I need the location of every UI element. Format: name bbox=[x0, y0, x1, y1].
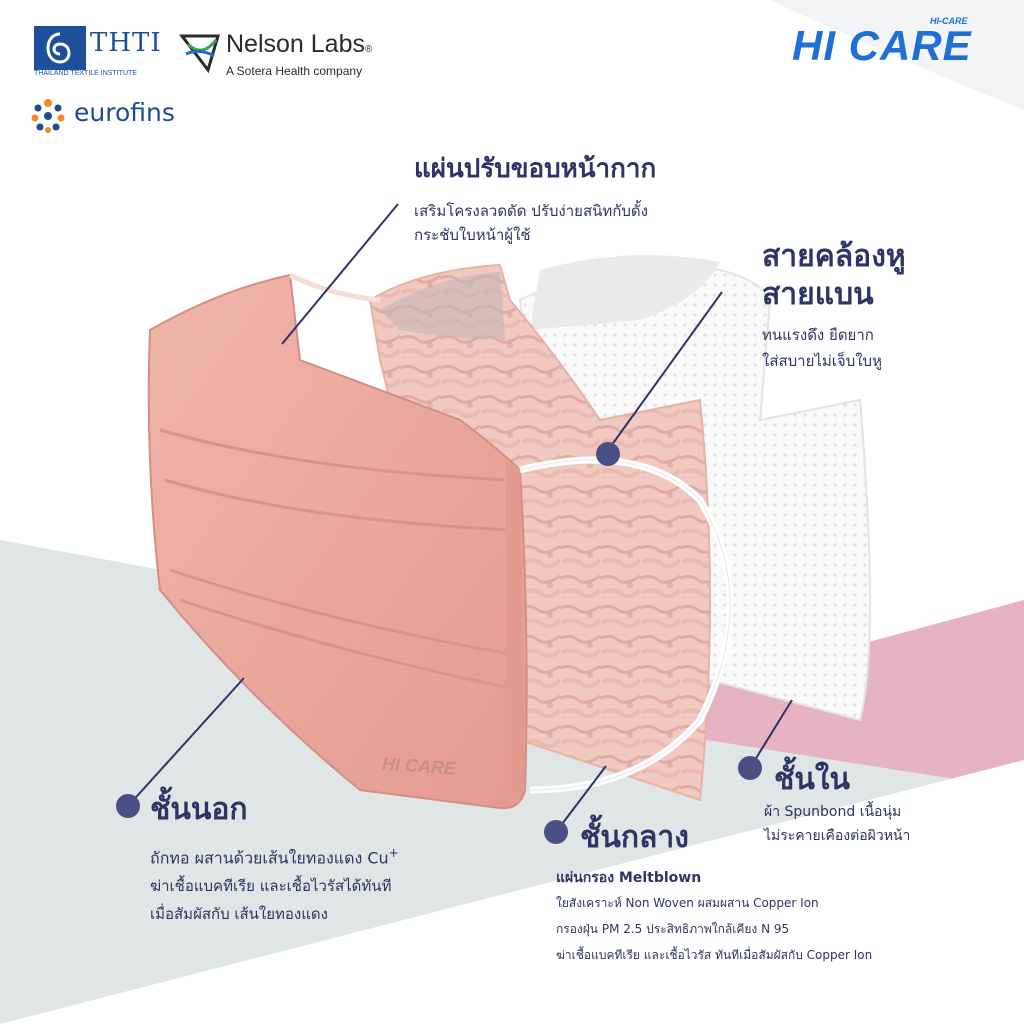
inner-line: ผ้า Spunbond เนื้อนุ่ม bbox=[764, 804, 902, 820]
thti-name: THTI bbox=[90, 28, 162, 58]
edge-line: กระชับใบหน้าผู้ใช้ bbox=[414, 226, 531, 244]
middle-line: ฆ่าเชื้อแบคทีเรีย และเชื้อไวรัส ทันทีเมื… bbox=[556, 948, 873, 962]
nelson-name: Nelson Labs® bbox=[226, 30, 372, 59]
outer-dot bbox=[116, 794, 140, 818]
edge-line: เสริมโครงลวดดัด ปรับง่ายสนิทกับดั้ง bbox=[414, 202, 648, 220]
outer-line: เมื่อสัมผัสกับ เส้นใยทองแดง bbox=[150, 905, 328, 924]
leader-dots bbox=[116, 442, 762, 844]
edge-title: แผ่นปรับขอบหน้ากาก bbox=[414, 154, 657, 184]
callout-middle-details: แผ่นกรอง Meltblown ใยสังเคราะห์ Non Wove… bbox=[556, 866, 872, 968]
brand-small-text: HI-CARE bbox=[930, 16, 968, 26]
inner-line: ไม่ระคายเคืองต่อผิวหน้า bbox=[764, 828, 911, 844]
eurofins-dots-icon bbox=[31, 99, 65, 133]
brand-main-text: HI CARE bbox=[792, 22, 972, 69]
outer-line-copper-sup: + bbox=[388, 846, 399, 860]
callout-ear-loop: สายคล้องหู สายแบน ทนแรงดึง ยืดยาก ใส่สบา… bbox=[762, 238, 906, 374]
outer-layer-shape bbox=[147, 272, 528, 810]
callout-inner-layer: ชั้นใน bbox=[774, 756, 850, 803]
thti-emblem-icon bbox=[34, 26, 86, 70]
callout-inner-details: ผ้า Spunbond เนื้อนุ่ม ไม่ระคายเคืองต่อผ… bbox=[764, 800, 910, 848]
outer-line-copper-text: ถักทอ ผสานด้วยเส้นใยทองแดง Cu bbox=[150, 848, 389, 868]
ear-dot bbox=[596, 442, 620, 466]
inner-leader bbox=[749, 699, 793, 769]
inner-dot bbox=[738, 756, 762, 780]
bg-white-wedge bbox=[0, 760, 1024, 1024]
middle-title: ชั้นกลาง bbox=[580, 820, 689, 855]
callout-outer-layer: ชั้นนอก ถักทอ ผสานด้วยเส้นใยทองแดง Cu+ ฆ… bbox=[150, 786, 399, 928]
leader-lines bbox=[127, 203, 793, 833]
middle-subtitle: แผ่นกรอง Meltblown bbox=[556, 870, 702, 886]
thti-subtitle: THAILAND TEXTILE INSTITUTE bbox=[34, 70, 137, 77]
eurofins-logo: eurofins bbox=[30, 96, 210, 136]
middle-line: กรองฝุ่น PM 2.5 ประสิทธิภาพใกล้เคียง N 9… bbox=[556, 922, 790, 936]
ear-title-line: สายแบน bbox=[762, 277, 874, 312]
outer-line: ฆ่าเชื้อแบคทีเรีย และเชื้อไวรัสได้ทันที bbox=[150, 877, 392, 896]
middle-line: ใยสังเคราะห์ Non Woven ผสมผสาน Copper Io… bbox=[556, 896, 819, 910]
nelson-registered: ® bbox=[364, 44, 373, 55]
edge-leader bbox=[281, 203, 399, 345]
ear-title-line: สายคล้องหู bbox=[762, 239, 906, 274]
eurofins-name: eurofins bbox=[74, 98, 175, 127]
ear-line: ทนแรงดึง ยืดยาก bbox=[762, 326, 874, 344]
outer-leader bbox=[127, 677, 245, 807]
nelson-subtitle: A Sotera Health company bbox=[226, 64, 363, 78]
outer-line-copper: ถักทอ ผสานด้วยเส้นใยทองแดง Cu+ bbox=[150, 839, 399, 872]
middle-dot bbox=[544, 820, 568, 844]
callout-edge: แผ่นปรับขอบหน้ากาก เสริมโครงลวดดัด ปรับง… bbox=[414, 148, 656, 247]
brand-corner-shape bbox=[770, 0, 1024, 110]
nelson-labs-logo: Nelson Labs® A Sotera Health company bbox=[178, 28, 398, 84]
ear-leader bbox=[605, 291, 723, 454]
ear-line: ใส่สบายไม่เจ็บใบหู bbox=[762, 352, 882, 370]
outer-title: ชั้นนอก bbox=[150, 792, 248, 827]
thti-logo: THTI THAILAND TEXTILE INSTITUTE bbox=[34, 26, 164, 84]
callout-middle-layer: ชั้นกลาง bbox=[580, 814, 689, 861]
middle-leader bbox=[555, 765, 607, 833]
inner-title: ชั้นใน bbox=[774, 762, 851, 797]
nelson-shield-icon bbox=[178, 34, 221, 74]
nelson-name-text: Nelson Labs bbox=[226, 30, 365, 58]
hicare-brand-logo: HI-CARE HI CARE bbox=[792, 16, 992, 76]
